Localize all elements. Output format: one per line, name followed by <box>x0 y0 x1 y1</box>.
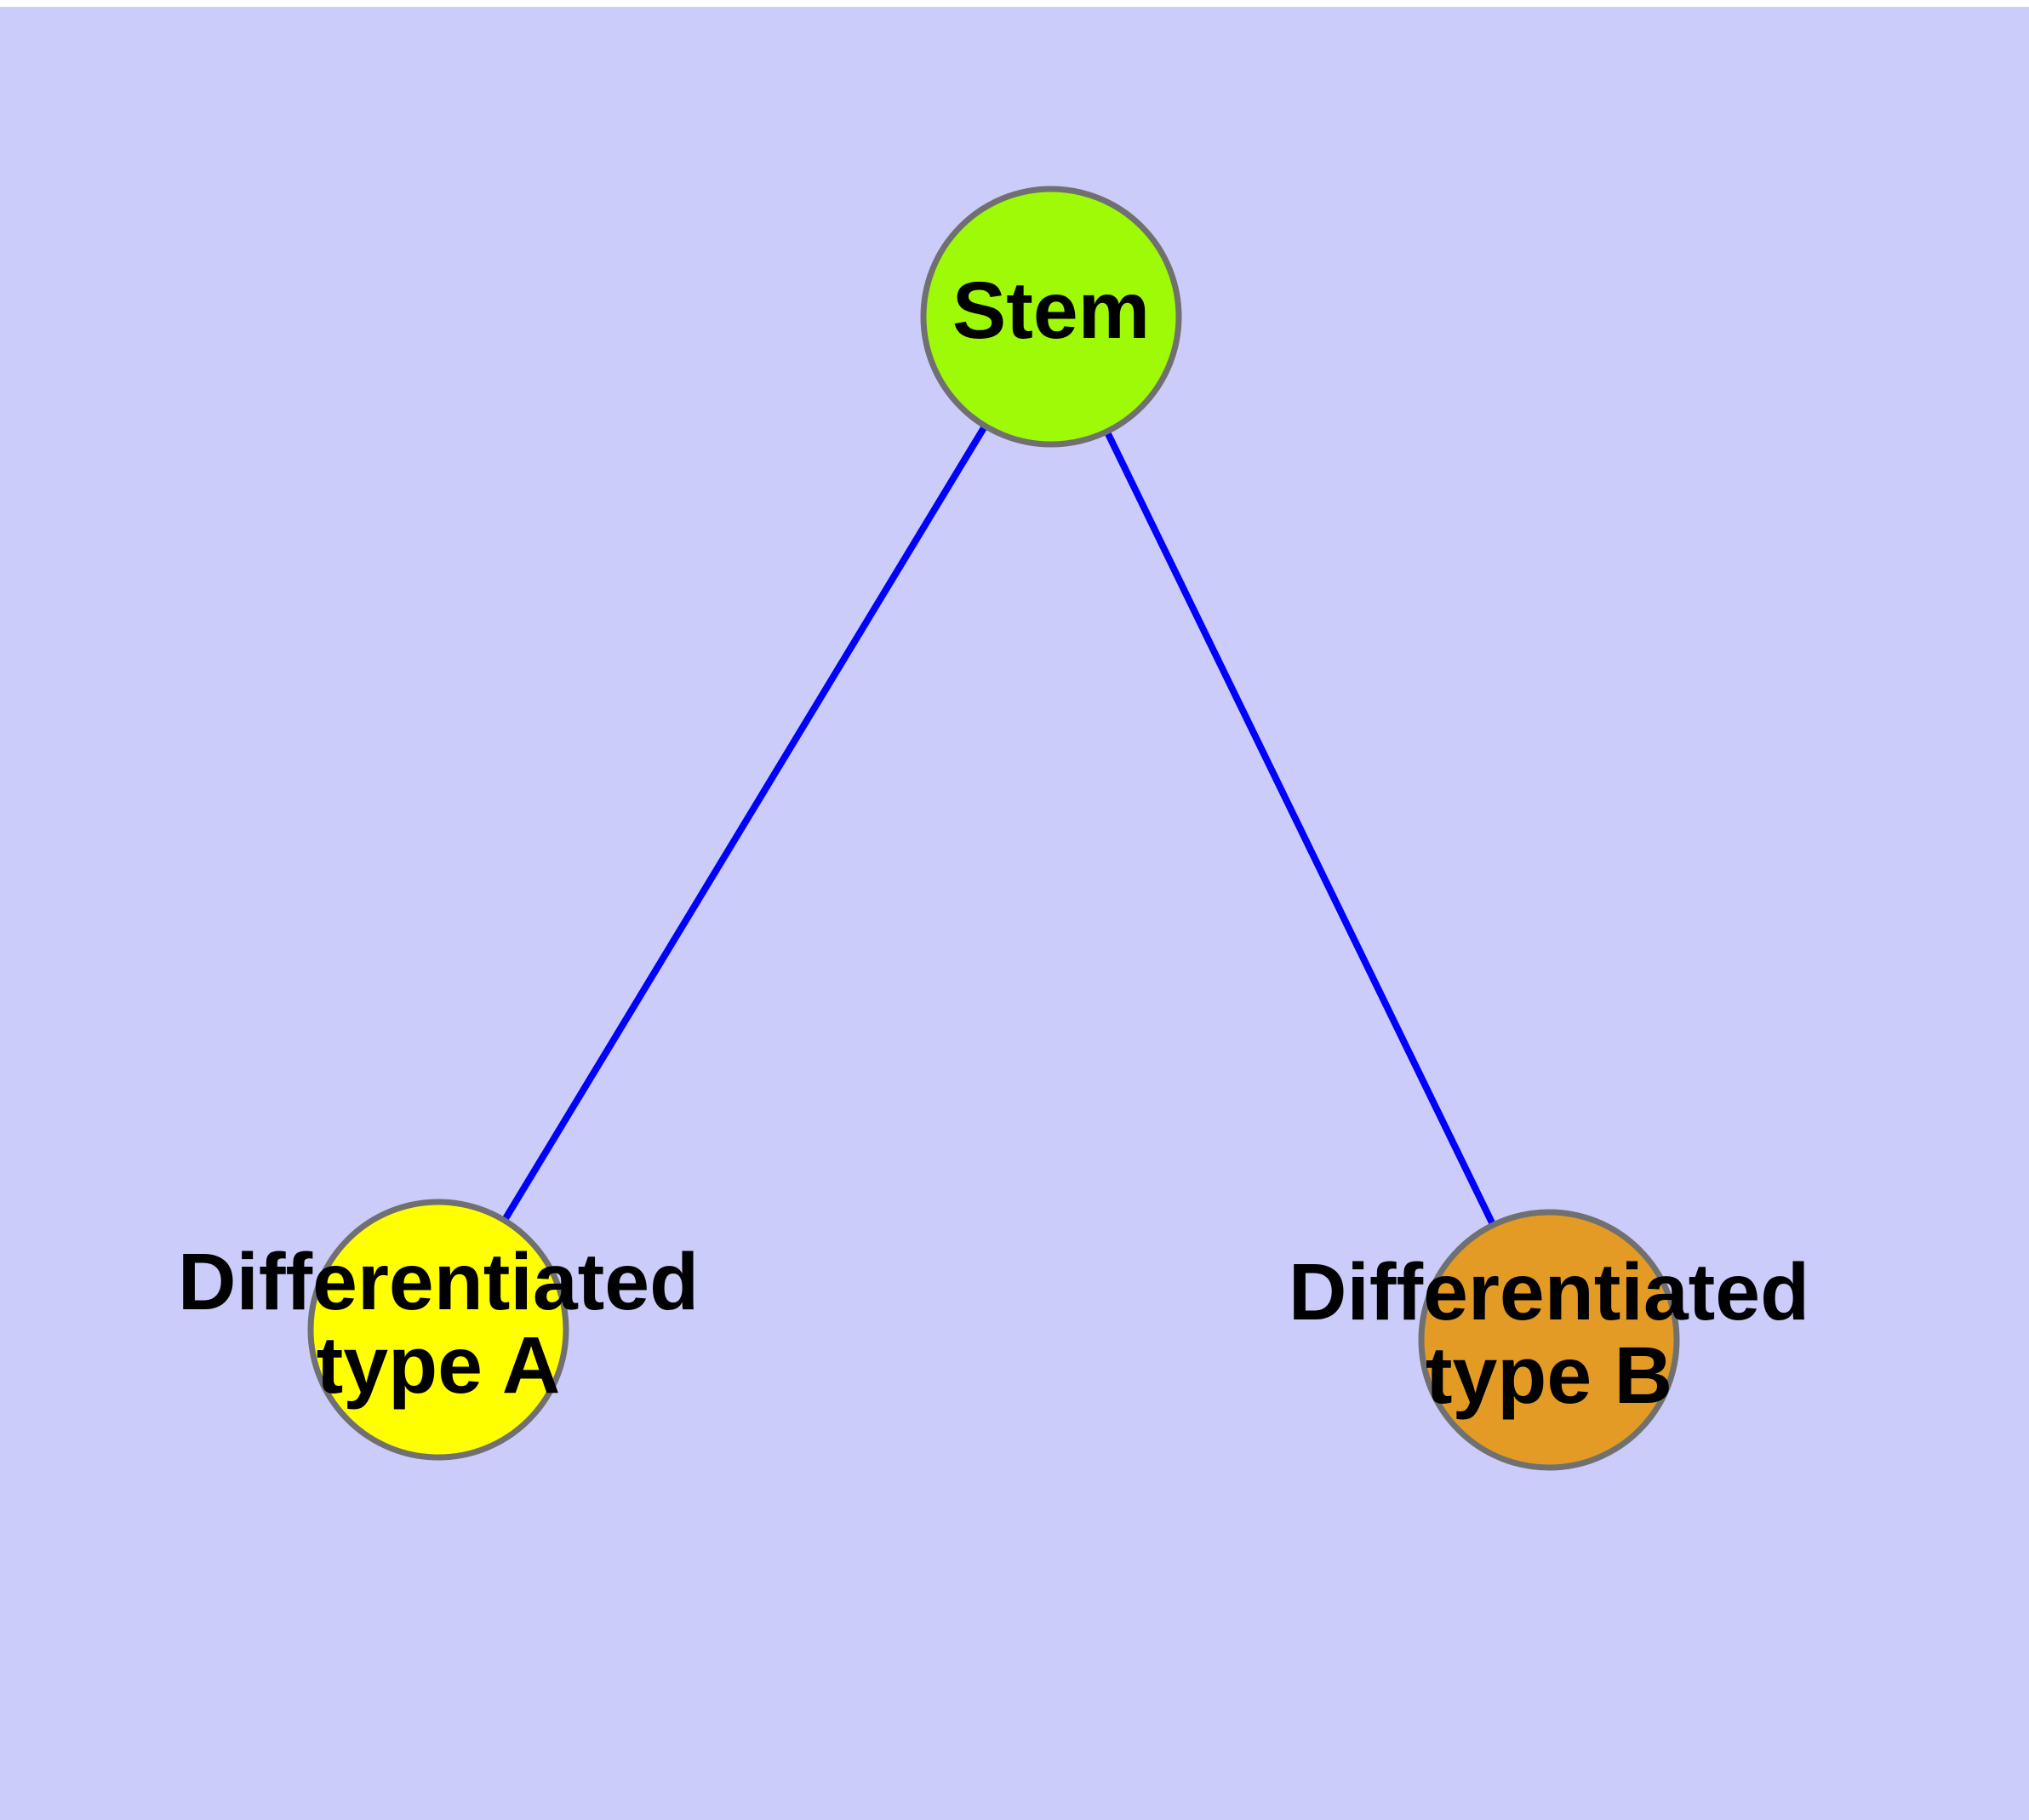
node-circle-differentiated-type-a[interactable] <box>307 1199 569 1461</box>
node-differentiated-type-b[interactable] <box>1418 1209 1680 1471</box>
node-label-stem: Stem <box>952 266 1150 356</box>
node-stem[interactable] <box>920 186 1182 448</box>
node-circle-stem[interactable] <box>920 186 1182 448</box>
node-label-line: type B <box>1426 1331 1672 1421</box>
edge-stem-to-differentiated-type-a[interactable] <box>435 314 1055 1332</box>
node-differentiated-type-a[interactable] <box>307 1199 569 1461</box>
node-label-line: type A <box>317 1320 561 1411</box>
edge-stem-to-differentiated-type-b[interactable] <box>1048 315 1552 1342</box>
node-label-line: Stem <box>952 266 1150 356</box>
node-label-line: Differentiated <box>1289 1247 1809 1337</box>
edges-group <box>435 314 1552 1342</box>
node-label-line: Differentiated <box>178 1237 699 1327</box>
node-circle-differentiated-type-b[interactable] <box>1418 1209 1680 1471</box>
nodes-group <box>307 186 1680 1471</box>
